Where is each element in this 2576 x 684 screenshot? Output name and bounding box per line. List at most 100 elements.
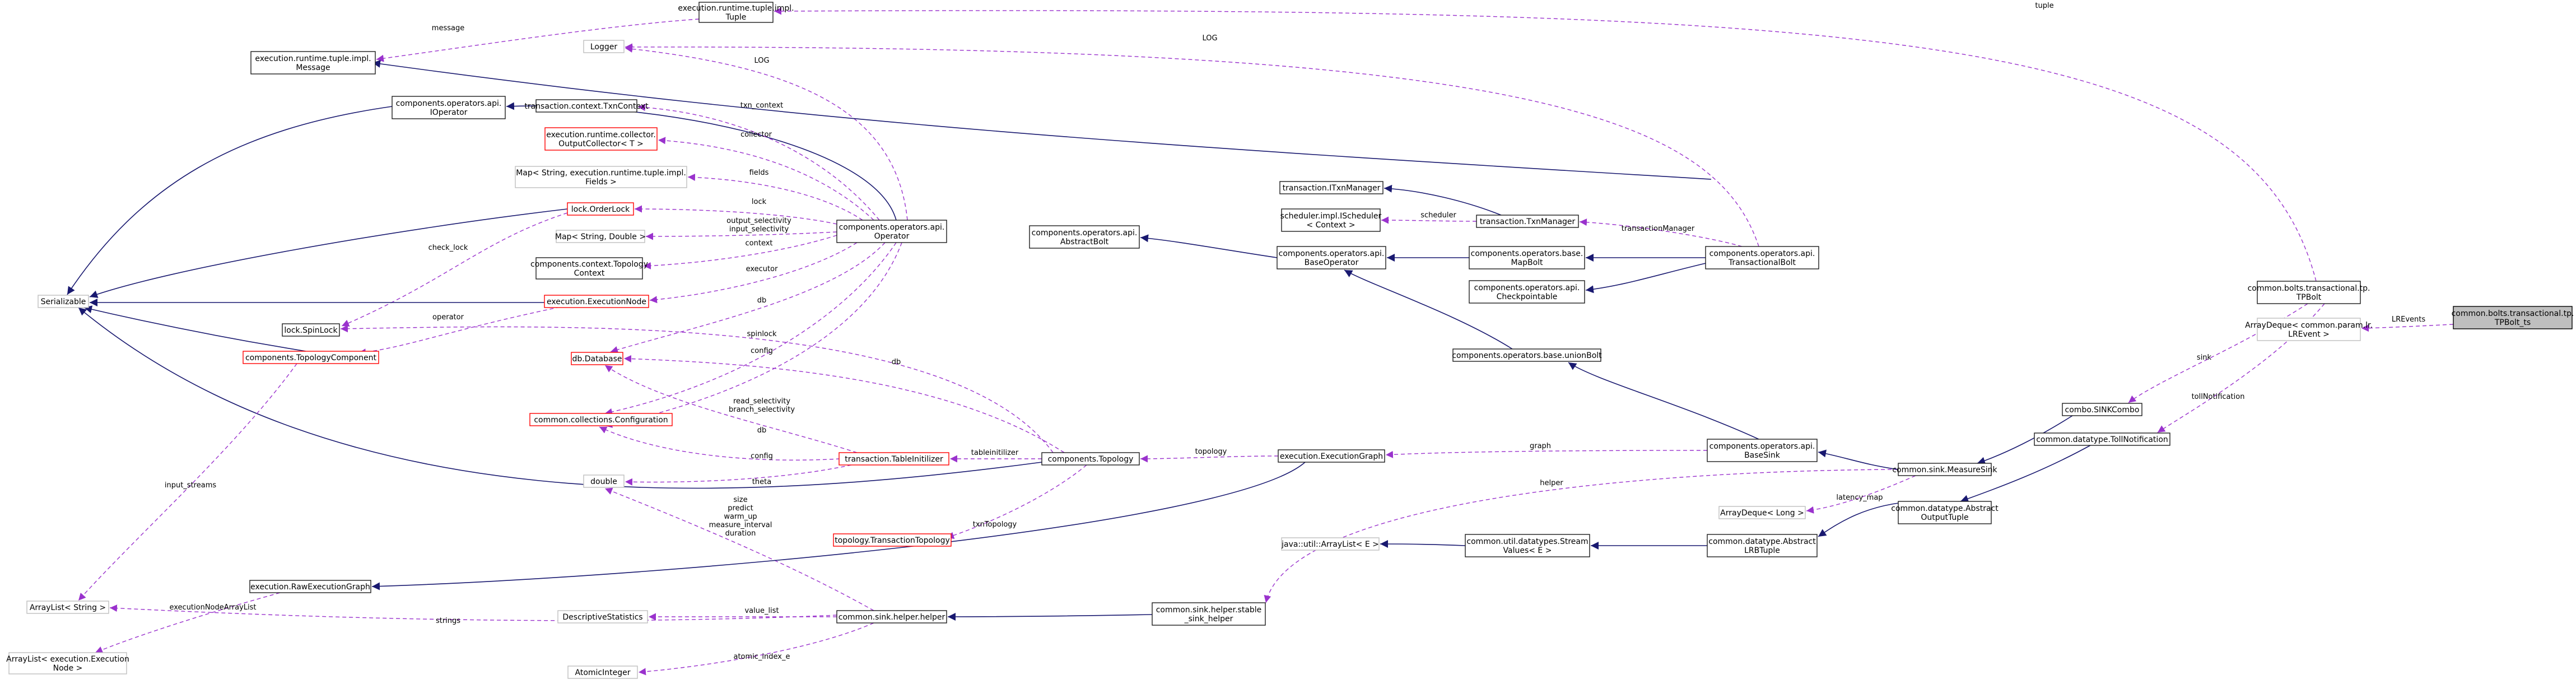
class-node-descstats[interactable]: DescriptiveStatistics <box>557 610 648 623</box>
class-name-line: Tuple <box>725 13 747 22</box>
class-name-line: common.sink.helper.stable <box>1156 606 1262 615</box>
class-node-ischeduler[interactable]: scheduler.impl.IScheduler< Context > <box>1280 208 1382 232</box>
usage-edge <box>109 604 837 621</box>
class-name-line: lock.SpinLock <box>284 326 338 335</box>
edge-label-line: latency_map <box>1836 494 1883 502</box>
class-name-line: common.collections.Configuration <box>534 416 668 425</box>
class-node-topocomponent[interactable]: components.TopologyComponent <box>243 351 379 364</box>
class-node-atomicint[interactable]: AtomicInteger <box>567 666 638 679</box>
class-node-baseoperator[interactable]: components.operators.api.BaseOperator <box>1277 246 1386 269</box>
class-node-arraydequelr[interactable]: ArrayDeque< common.param.lr.LREvent > <box>2245 318 2373 341</box>
class-node-tableinit[interactable]: transaction.TableInitilizer <box>839 452 949 466</box>
class-node-spinlock[interactable]: lock.SpinLock <box>282 323 340 337</box>
class-name-line: double <box>590 477 617 486</box>
edge-label: tollNotification <box>2192 393 2245 401</box>
class-node-execnode[interactable]: execution.ExecutionNode <box>544 295 649 308</box>
class-box <box>249 580 371 593</box>
usage-edge <box>1140 455 1279 463</box>
class-node-arraylist_str[interactable]: ArrayList< String > <box>26 601 109 614</box>
class-node-collector[interactable]: execution.runtime.collector.OutputCollec… <box>544 127 658 151</box>
usage-edge <box>1579 218 1743 247</box>
class-node-serializable[interactable]: Serializable <box>38 295 89 308</box>
class-node-database[interactable]: db.Database <box>571 352 623 365</box>
class-node-tuple[interactable]: execution.runtime.tuple.impl.Tuple <box>678 2 794 23</box>
edge-label-line: fields <box>749 169 769 177</box>
edge-label-line: branch_selectivity <box>729 406 795 414</box>
inheritance-edge <box>1977 415 2073 465</box>
class-node-mapfields[interactable]: Map< String, execution.runtime.tuple.imp… <box>515 166 687 188</box>
class-node-itxnmanager[interactable]: transaction.ITxnManager <box>1279 181 1384 194</box>
inheritance-edge <box>83 305 306 352</box>
class-node-transbolt[interactable]: components.operators.api.TransactionalBo… <box>1705 246 1819 269</box>
class-node-stablehelper[interactable]: common.sink.helper.stable_sink_helper <box>1152 602 1266 626</box>
class-name-line: transaction.ITxnManager <box>1283 184 1381 193</box>
class-node-javaarraylist[interactable]: java::util::ArrayList< E > <box>1281 537 1380 551</box>
class-node-logger[interactable]: Logger <box>583 40 625 53</box>
class-name-line: combo.SINKCombo <box>2065 406 2140 415</box>
class-box <box>26 601 109 614</box>
class-node-operator[interactable]: components.operators.api.Operator <box>836 220 947 243</box>
class-node-mapdouble[interactable]: Map< String, Double > <box>555 230 646 243</box>
class-box <box>2062 403 2142 416</box>
class-node-double[interactable]: double <box>583 474 625 488</box>
class-node-unionbolt[interactable]: components.operators.base.unionBolt <box>1452 348 1602 362</box>
edge-label-line: lock <box>752 198 767 206</box>
class-name-line: components.operators.base.unionBolt <box>1452 351 1602 360</box>
class-name-line: Map< String, Double > <box>555 232 646 241</box>
class-box <box>836 220 947 243</box>
class-node-configuration[interactable]: common.collections.Configuration <box>529 413 673 426</box>
edge-label-line: input_streams <box>165 481 216 490</box>
class-box <box>544 295 649 308</box>
edge-label: lock <box>752 198 767 206</box>
class-node-txncontext[interactable]: transaction.context.TxnContext <box>524 99 649 113</box>
edge-label-line: executor <box>746 265 778 273</box>
class-box <box>392 96 506 119</box>
class-name-line: Operator <box>874 232 910 241</box>
class-node-tpbolt[interactable]: common.bolts.transactional.tp.TPBolt <box>2248 281 2370 304</box>
edge-label-line: context <box>746 239 773 248</box>
usage-edge <box>1381 216 1477 224</box>
class-node-mapbolt[interactable]: components.operators.base.MapBolt <box>1469 246 1585 269</box>
nodes-layer: execution.runtime.tuple.impl.Tupleexecut… <box>6 2 2574 679</box>
class-node-txnmanager[interactable]: transaction.TxnManager <box>1476 215 1579 228</box>
class-node-message[interactable]: execution.runtime.tuple.impl.Message <box>250 51 376 75</box>
class-name-line: db.Database <box>572 355 622 364</box>
class-node-abstractbolt[interactable]: components.operators.api.AbstractBolt <box>1029 225 1140 249</box>
class-box <box>839 452 949 466</box>
edge-label-line: txn_context <box>740 101 784 110</box>
class-box <box>1281 208 1381 232</box>
class-node-checkpointable[interactable]: components.operators.api.Checkpointable <box>1469 280 1585 304</box>
class-node-txntopology[interactable]: topology.TransactionTopology <box>833 533 952 547</box>
usage-edge <box>376 18 700 62</box>
class-node-execgraph[interactable]: execution.ExecutionGraph <box>1278 449 1385 463</box>
class-node-sinkcombo[interactable]: combo.SINKCombo <box>2062 403 2142 416</box>
class-node-arraydequelong[interactable]: ArrayDeque< Long > <box>1718 506 1806 519</box>
class-node-helper[interactable]: common.sink.helper.helper <box>836 610 947 623</box>
class-node-orderlock[interactable]: lock.OrderLock <box>567 202 634 216</box>
edge-label: sink <box>2197 353 2212 362</box>
class-name-line: IOperator <box>430 108 468 117</box>
class-node-arraylist_exec[interactable]: ArrayList< execution.ExecutionNode > <box>6 652 129 674</box>
class-node-basesink[interactable]: components.operators.api.BaseSink <box>1707 439 1818 462</box>
class-node-ioperator[interactable]: components.operators.api.IOperator <box>392 96 506 119</box>
edge-label: topology <box>1195 448 1227 456</box>
inheritance-edge <box>89 208 568 298</box>
class-node-rawexec[interactable]: execution.RawExecutionGraph <box>249 580 371 593</box>
class-node-tpbolt_ts[interactable]: common.bolts.transactional.tp.TPBolt_ts <box>2452 306 2574 329</box>
class-node-topology[interactable]: components.Topology <box>1041 452 1140 466</box>
usage-edge <box>604 242 897 416</box>
class-name-line: execution.runtime.tuple.impl. <box>255 54 371 63</box>
edge-label: latency_map <box>1836 494 1883 502</box>
edge-label: check_lock <box>428 244 468 252</box>
class-box <box>1707 439 1818 462</box>
class-node-tollnotif[interactable]: common.datatype.TollNotification <box>2034 432 2170 446</box>
edge-label-line: txnTopology <box>973 520 1017 529</box>
inheritance-edge <box>1140 234 1278 258</box>
class-node-measuresink[interactable]: common.sink.MeasureSink <box>1892 463 1998 476</box>
edge-label-line: tollNotification <box>2192 393 2245 401</box>
class-name-line: common.bolts.transactional.tp. <box>2452 309 2574 318</box>
